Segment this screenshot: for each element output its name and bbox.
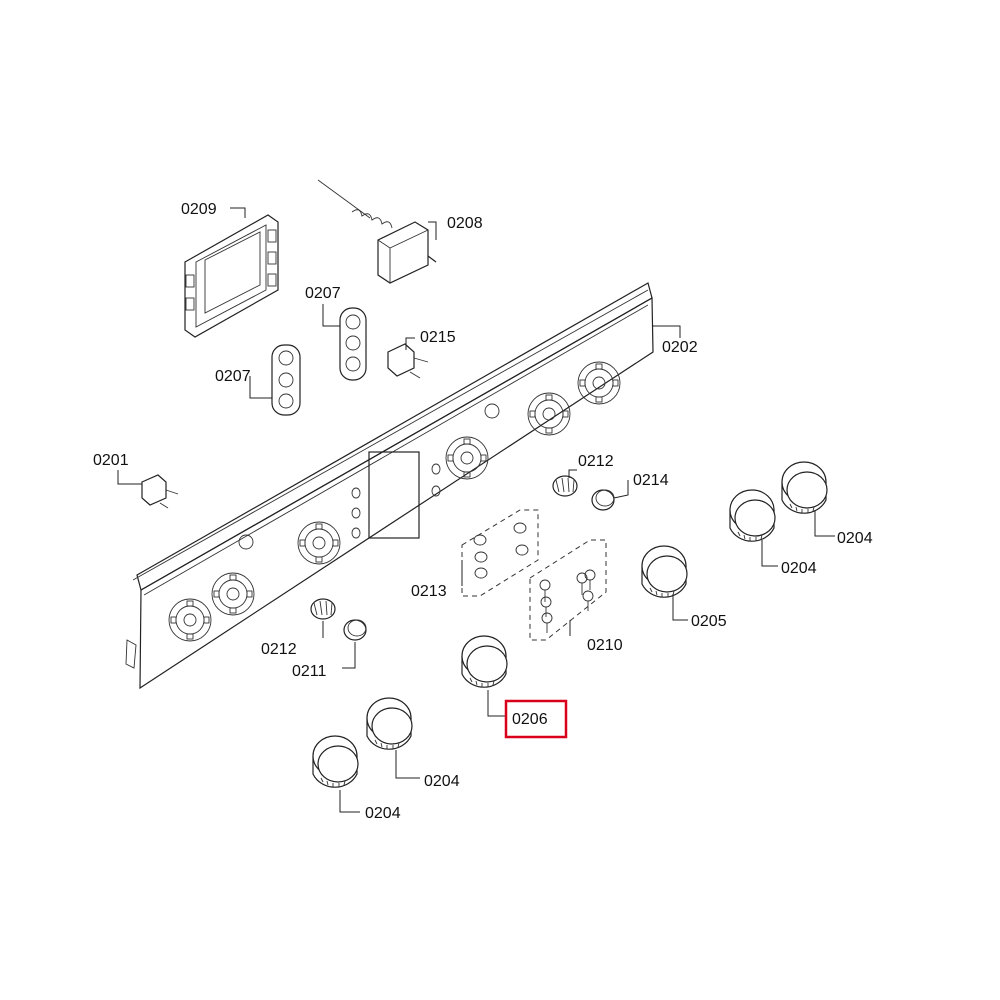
label-0215: 0215 <box>420 329 456 346</box>
label-0210: 0210 <box>587 637 623 654</box>
knob-insert-0212-right <box>552 475 578 497</box>
label-0208: 0208 <box>447 215 483 232</box>
knob-0204-lower <box>366 697 413 750</box>
knob-0206 <box>461 635 508 688</box>
label-0206: 0206 <box>512 711 548 728</box>
screw-group-0210 <box>529 539 607 641</box>
connector-0201 <box>141 474 179 509</box>
label-0214: 0214 <box>633 472 669 489</box>
label-0204-right: 0204 <box>781 560 817 577</box>
label-0213: 0213 <box>411 583 447 600</box>
knob-0204-top-right <box>781 461 828 514</box>
label-0204-lowest: 0204 <box>365 805 401 822</box>
leader-lines <box>117 207 835 813</box>
knob-0204-right <box>729 489 776 542</box>
fastener-group-0213 <box>461 509 539 597</box>
label-0201: 0201 <box>93 452 129 469</box>
control-panel-0202 <box>125 282 654 690</box>
label-0205: 0205 <box>691 613 727 630</box>
label-0212-left: 0212 <box>261 641 297 658</box>
connector-0215 <box>387 343 429 379</box>
knob-0205 <box>641 545 688 598</box>
thermostat-0208 <box>317 179 437 284</box>
label-0209: 0209 <box>181 201 217 218</box>
label-0202: 0202 <box>662 339 698 356</box>
knob-0204-lowest <box>312 735 359 788</box>
button-0214 <box>591 489 615 511</box>
knob-insert-0212-left <box>310 598 336 620</box>
display-window <box>368 451 420 539</box>
label-0204-top-right: 0204 <box>837 530 873 547</box>
switch-block-0207-upper <box>339 307 367 381</box>
highlight-box-0206 <box>504 699 568 739</box>
label-0207-upper: 0207 <box>305 285 341 302</box>
label-0212-right: 0212 <box>578 453 614 470</box>
button-0211 <box>343 619 367 641</box>
label-0207-lower: 0207 <box>215 368 251 385</box>
switch-block-0207-lower <box>271 344 301 416</box>
module-bracket-0209 <box>184 214 279 338</box>
part-labels: 0209 0208 0207 0215 0202 0207 0201 0212 … <box>93 201 873 822</box>
label-0211: 0211 <box>292 663 327 680</box>
label-0204-lower: 0204 <box>424 773 460 790</box>
